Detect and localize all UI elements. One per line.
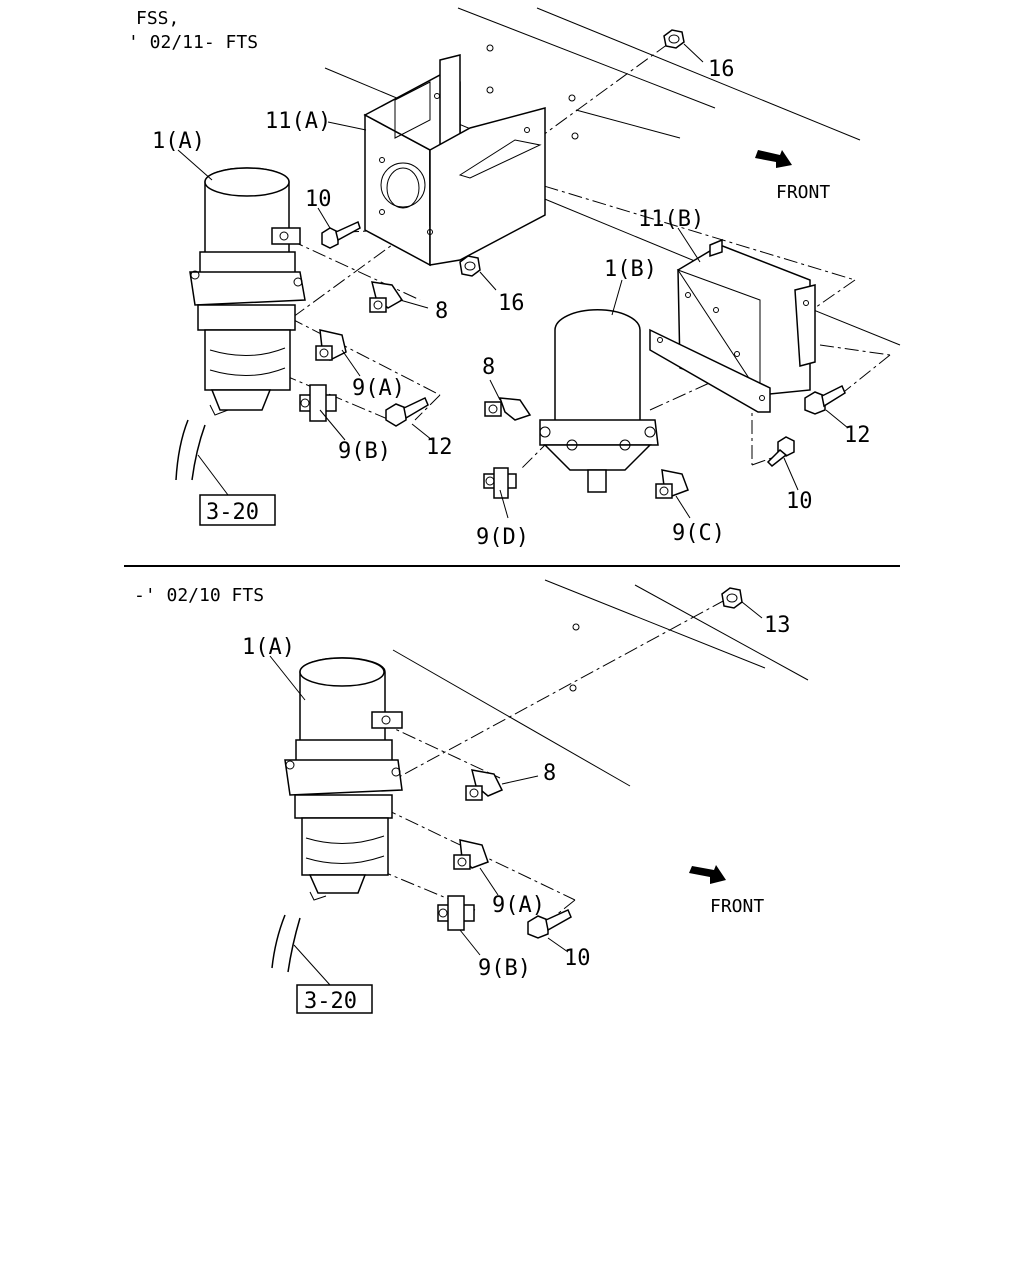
ref-label-bottom: 3-20 bbox=[304, 989, 357, 1014]
label-16-upper: 16 bbox=[708, 57, 735, 82]
fitting-9d bbox=[483, 467, 517, 499]
front-arrow-top bbox=[755, 150, 792, 168]
bracket-11a bbox=[363, 54, 546, 267]
label-16-lower: 16 bbox=[498, 291, 525, 316]
fitting-9b-upper bbox=[299, 384, 337, 422]
bracket-11b bbox=[649, 238, 816, 413]
top-section: FSS, ' 02/11- FTS bbox=[128, 7, 901, 550]
top-header-line1: FSS, bbox=[136, 8, 179, 29]
leader-lines-bottom bbox=[269, 601, 763, 956]
fitting-8-upper bbox=[369, 281, 404, 313]
label-8-upper: 8 bbox=[435, 299, 448, 324]
nut-13 bbox=[721, 587, 743, 609]
hose-bottom bbox=[271, 914, 331, 986]
label-8-bottom: 8 bbox=[543, 761, 556, 786]
air-dryer-1a-bottom bbox=[284, 657, 403, 901]
leader-lines-top bbox=[177, 43, 849, 519]
fitting-9a-bottom bbox=[453, 839, 489, 870]
label-9b-bottom: 9(B) bbox=[478, 956, 531, 981]
bolt-10-bottom bbox=[527, 909, 572, 939]
label-9c: 9(C) bbox=[672, 521, 725, 546]
front-label-bottom: FRONT bbox=[710, 896, 764, 917]
front-label-top: FRONT bbox=[776, 182, 830, 203]
top-header-line2: ' 02/11- FTS bbox=[128, 32, 258, 53]
ref-label-top: 3-20 bbox=[206, 500, 259, 525]
nut-16-upper bbox=[663, 29, 685, 49]
label-12-left: 12 bbox=[426, 435, 453, 460]
label-1a-top: 1(A) bbox=[152, 129, 205, 154]
label-1a-bottom: 1(A) bbox=[242, 635, 295, 660]
label-9d: 9(D) bbox=[476, 525, 529, 550]
air-dryer-1a bbox=[189, 167, 306, 416]
label-10-bottom: 10 bbox=[564, 946, 591, 971]
fitting-9a-upper bbox=[315, 329, 347, 361]
bolt-10-upper-left bbox=[321, 220, 361, 249]
air-dryer-1b bbox=[539, 309, 659, 493]
label-1b: 1(B) bbox=[604, 257, 657, 282]
bolt-12-right bbox=[804, 384, 846, 415]
label-12-right: 12 bbox=[844, 423, 871, 448]
fitting-9b-bottom bbox=[437, 895, 475, 931]
label-10-right: 10 bbox=[786, 489, 813, 514]
bottom-header: -' 02/10 FTS bbox=[134, 585, 264, 606]
front-arrow-bottom bbox=[689, 865, 726, 884]
label-11b: 11(B) bbox=[638, 207, 704, 232]
label-11a: 11(A) bbox=[265, 109, 331, 134]
label-10-upper-left: 10 bbox=[305, 187, 332, 212]
fitting-9c bbox=[655, 469, 689, 499]
bolt-12-left bbox=[385, 396, 429, 427]
bolt-10-right bbox=[766, 436, 795, 468]
ref-box-bottom bbox=[296, 984, 373, 1014]
label-13: 13 bbox=[764, 613, 791, 638]
fitting-8-bottom bbox=[465, 769, 504, 801]
label-9b-top: 9(B) bbox=[338, 439, 391, 464]
frame-rail-bottom bbox=[392, 579, 809, 787]
label-9a-bottom: 9(A) bbox=[492, 893, 545, 918]
ref-box-top bbox=[199, 494, 276, 526]
center-lines-bottom bbox=[354, 599, 726, 921]
label-8-right: 8 bbox=[482, 355, 495, 380]
label-9a-top: 9(A) bbox=[352, 376, 405, 401]
nut-16-lower bbox=[459, 255, 481, 277]
bottom-section: -' 02/10 FTS bbox=[134, 579, 809, 1014]
hose-top bbox=[175, 419, 229, 496]
fitting-8-right bbox=[484, 397, 532, 421]
